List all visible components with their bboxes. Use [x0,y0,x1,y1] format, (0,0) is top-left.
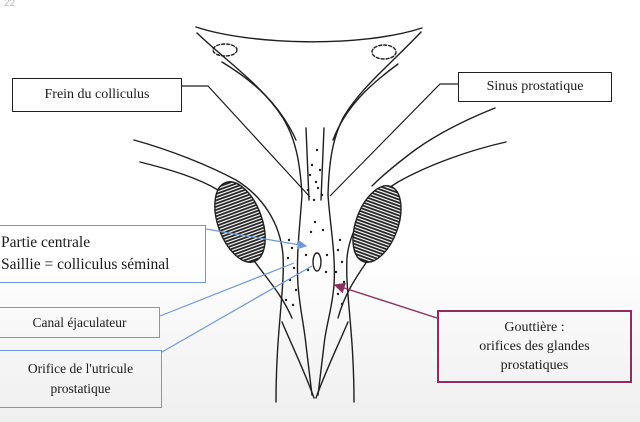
label-sinus-prostatique: Sinus prostatique [458,72,612,102]
label-text-line1: Gouttière : [504,320,565,335]
stipple-dot [325,253,329,257]
right-inner-trigone [332,63,399,141]
label-text-line2: orifices des glandes [479,339,590,354]
stipple-dot [306,268,310,272]
label-text-line2: Saillie = colliculus séminal [1,256,170,273]
left-inner-trigone [221,61,297,141]
stipple-dot [286,256,290,260]
right-upper-curve [371,107,496,187]
urethra-left-wall [296,194,313,396]
label-text-line1: Orifice de l'utricule [27,361,134,376]
label-frein-du-colliculus: Frein du colliculus [12,78,182,112]
stippling-dots [284,148,346,307]
label-text: Sinus prostatique [486,79,584,94]
stipple-dot [342,280,346,284]
stipple-dot [320,193,324,197]
stipple-dot [314,180,318,184]
leader-line-gouttiere [333,282,438,319]
stipple-dot [306,188,310,192]
stipple-dot [340,302,344,306]
stipple-dot [316,186,320,190]
stipple-dot [336,248,340,252]
left-outer-wall [133,139,284,403]
stipple-dot [309,230,313,234]
stipple-dot [292,266,296,270]
stipple-dot [287,238,291,242]
stipple-dot [308,173,312,177]
label-text-line3: prostatiques [500,358,569,373]
lower-left-convergence [281,321,315,399]
stipple-dot [313,220,317,224]
left-ureteric-orifice [212,43,238,57]
stipple-dot [324,270,328,274]
stipple-dot [340,260,344,264]
stipple-dot [338,238,342,242]
anatomy-drawing [133,26,507,403]
stipple-dot [291,303,295,307]
label-text: Canal éjaculateur [32,314,127,330]
left-striped-mass [214,181,266,263]
stipple-dot [318,168,322,172]
label-text: Frein du colliculus [44,87,150,102]
stipple-dot [336,292,340,296]
left-upper-curve [139,161,219,191]
label-gouttiere: Gouttière : orifices des glandes prostat… [437,310,632,383]
label-text-line2: prostatique [50,381,111,396]
right-striped-mass [352,185,402,263]
stipple-dot [312,198,316,202]
utricle-orifice [312,252,322,272]
page-number: 22 [4,0,16,9]
stipple-dot [294,288,298,292]
label-orifice-utricule: Orifice de l'utricule prostatique [0,350,162,408]
frenum-right-edge [320,127,325,201]
leader-line-sinus [329,83,458,197]
label-partie-centrale: Partie centrale Saillie = colliculus sém… [0,225,206,283]
label-text-line1: Partie centrale [1,234,91,251]
right-ureteric-orifice [371,44,397,60]
bladder-neck-arc [195,26,423,43]
stipple-dot [310,163,314,167]
leader-line-orifice-utricule [161,265,313,353]
frenum-left-edge [305,127,310,201]
leader-line-canal-ejaculateur [159,262,295,317]
stipple-dot [284,298,288,302]
stipple-dot [304,253,308,257]
leader-line-partie-centrale [205,228,308,250]
lower-right-convergence [315,321,349,399]
right-ejaculatory-duct [337,259,369,319]
stipple-dot [290,246,294,250]
stipple-dot [315,148,319,152]
stipple-dot [321,228,325,232]
label-canal-ejaculateur: Canal éjaculateur [0,307,160,338]
right-trigone-wall [327,31,422,196]
leader-line-frein [182,85,311,198]
stipple-dot [334,270,338,274]
